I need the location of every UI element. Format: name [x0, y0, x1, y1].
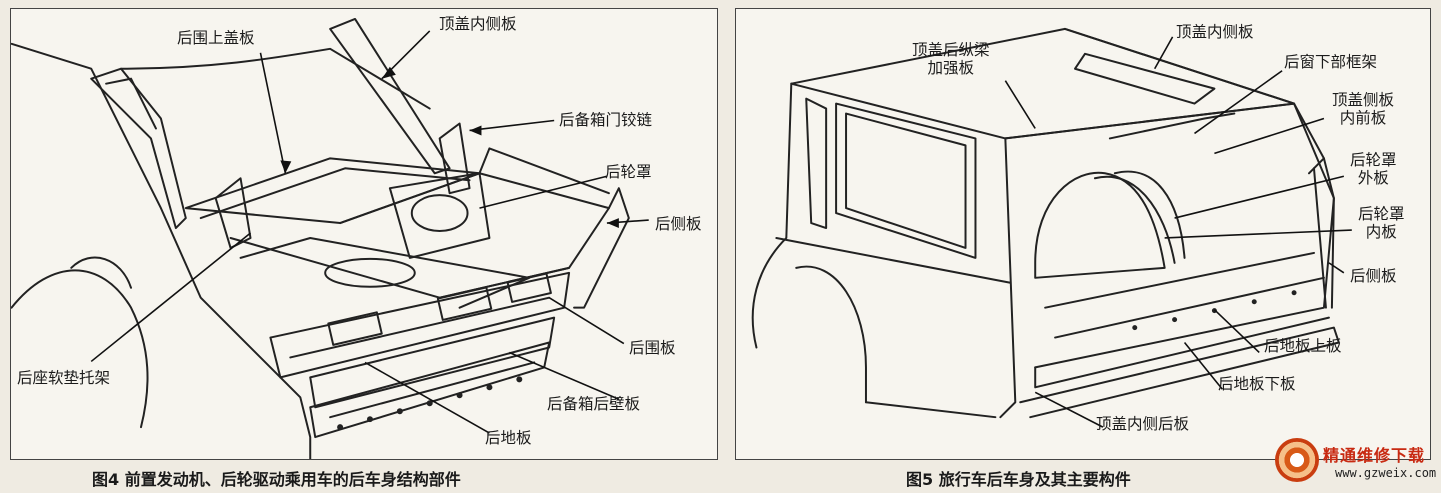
label-roof-inner-rear: 顶盖内侧后板	[1096, 415, 1190, 433]
label-roof-rear-rail-reinf-line2: 加强板	[927, 59, 975, 77]
label-roof-side-inner-front-line2: 内前板	[1339, 109, 1387, 127]
label-trunk-back-wall: 后备箱后壁板	[547, 395, 641, 413]
label-roof-inner-side: 顶盖内侧板	[439, 15, 517, 33]
label-roof-side-inner-front-line1: 顶盖侧板	[1332, 91, 1395, 109]
label-rear-floor-upper: 后地板上板	[1264, 337, 1342, 355]
figure-4-illustration	[11, 17, 649, 459]
label-rear-wheelhouse-inner-line2: 内板	[1365, 223, 1397, 241]
label-rear-floor: 后地板	[485, 429, 532, 447]
label-roof-rear-rail-reinf-line1: 顶盖后纵梁	[912, 41, 990, 59]
label-rear-wheelhouse-inner: 后轮罩 内板	[1358, 205, 1405, 241]
label-rear-side-panel: 后侧板	[655, 215, 702, 233]
figure-5-caption: 图5 旅行车后车身及其主要构件	[906, 470, 1131, 489]
figure-4-caption: 图4 前置发动机、后轮驱动乘用车的后车身结构部件	[92, 470, 461, 489]
label-rear-seat-bracket: 后座软垫托架	[17, 369, 111, 387]
label-rear-wheelhouse-outer-line1: 后轮罩	[1350, 151, 1397, 169]
label-rear-wheelhouse-outer: 后轮罩 外板	[1350, 151, 1397, 187]
label-rear-wheelhouse-outer-line2: 外板	[1357, 169, 1389, 187]
label-rear-side-panel-r: 后侧板	[1350, 267, 1397, 285]
label-rear-upper-cover: 后围上盖板	[177, 29, 255, 47]
label-roof-side-inner-front: 顶盖侧板 内前板	[1332, 91, 1394, 127]
label-rear-floor-lower: 后地板下板	[1218, 375, 1296, 393]
watermark-url: www.gzweix.com	[1335, 466, 1437, 480]
figure-5-panel: 顶盖内侧板 顶盖后纵梁 加强板 后窗下部框架 顶盖侧板 内前板 后轮罩 外板 后…	[735, 8, 1431, 460]
label-rear-wheelhouse-inner-line1: 后轮罩	[1358, 205, 1405, 223]
watermark-logo-icon	[1275, 438, 1319, 482]
label-trunk-hinge: 后备箱门铰链	[559, 111, 653, 129]
label-rear-wheelhouse: 后轮罩	[605, 163, 652, 181]
figure-4-panel: 后围上盖板 顶盖内侧板 后备箱门铰链 后轮罩 后侧板 后围板 后备箱后壁板 后地…	[10, 8, 718, 460]
watermark-title: 精通维修下载	[1323, 446, 1426, 465]
label-roof-inner-side-r: 顶盖内侧板	[1176, 23, 1254, 41]
label-roof-rear-rail-reinf: 顶盖后纵梁 加强板	[912, 41, 990, 77]
label-rear-window-lower-frame: 后窗下部框架	[1284, 53, 1378, 71]
figure-5-illustration	[751, 27, 1352, 428]
label-rear-panel: 后围板	[629, 339, 676, 357]
watermark: 精通维修下载 www.gzweix.com	[1275, 436, 1437, 490]
